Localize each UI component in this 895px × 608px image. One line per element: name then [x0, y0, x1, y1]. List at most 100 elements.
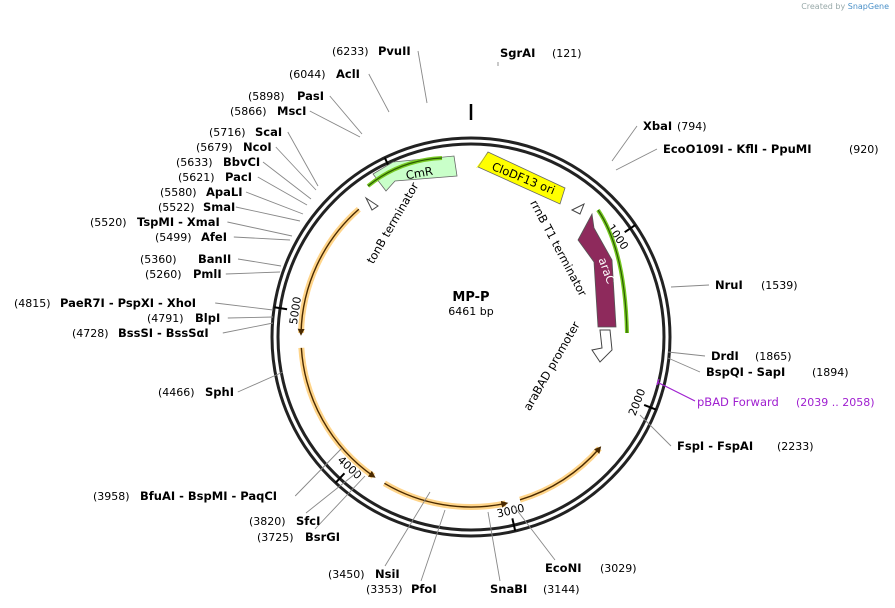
primer-name: pBAD Forward: [697, 395, 779, 409]
restriction-site[interactable]: TspMI - XmaI(5520): [90, 215, 293, 237]
site-position: (3144): [543, 583, 580, 596]
restriction-site[interactable]: NcoI(5679): [196, 140, 317, 191]
plasmid-length: 6461 bp: [448, 305, 493, 318]
site-leader-line: [305, 469, 361, 514]
orf-arrow: [300, 347, 376, 478]
site-position: (794): [677, 120, 707, 133]
site-name: AclI: [336, 67, 360, 81]
restriction-site[interactable]: EcoO109I - KflI - PpuMI(920): [615, 142, 879, 171]
restriction-site[interactable]: NruI(1539): [670, 278, 798, 292]
site-position: (5360): [140, 253, 177, 266]
restriction-sites: SgrAI(121) XbaI(794)EcoO109I - KflI - Ppu…: [14, 44, 879, 596]
feature-label-cloDF13-ori: CloDF13 ori: [490, 159, 557, 197]
site-position: (5866): [230, 105, 267, 118]
scale-tick: [274, 306, 288, 311]
site-position: (3029): [600, 562, 637, 575]
snapgene-credit: Created by SnapGene: [801, 2, 889, 11]
orf-arrow: [297, 208, 360, 336]
site-name: SmaI: [203, 200, 235, 214]
site-name: SphI: [205, 385, 234, 399]
restriction-site[interactable]: AclI(6044): [289, 67, 390, 113]
orf-arrow: [519, 446, 602, 501]
restriction-site[interactable]: ScaI(5716): [209, 125, 319, 187]
feature-label-cmr: CmR: [405, 164, 434, 183]
credit-prefix: Created by: [801, 2, 846, 11]
restriction-site[interactable]: AfeI(5499): [155, 230, 291, 244]
restriction-site[interactable]: MscI(5866): [230, 104, 361, 138]
feature-cloDF13-ori[interactable]: CloDF13 ori: [476, 151, 566, 205]
restriction-site[interactable]: SphI(4466): [158, 371, 284, 399]
restriction-site[interactable]: XbaI(794): [611, 119, 707, 162]
site-name: FspI - FspAI: [677, 439, 753, 453]
site-position: (6233): [332, 45, 369, 58]
restriction-site[interactable]: PacI(5621): [178, 170, 308, 206]
restriction-site[interactable]: PvuII(6233): [332, 44, 428, 104]
plasmid-backbone: [270, 104, 672, 538]
site-name: PmlI: [193, 267, 222, 281]
restriction-site[interactable]: BanII (5360): [140, 252, 282, 267]
feature-cmr[interactable]: CmR: [372, 155, 458, 192]
site-position: (3450): [328, 568, 365, 581]
site-leader-line: [222, 322, 274, 334]
restriction-site[interactable]: PfoI(3353): [366, 509, 446, 596]
scale-tick: [643, 404, 657, 411]
restriction-site[interactable]: SfcI(3820): [249, 469, 361, 528]
feature-label-tonb-terminator: tonB terminator: [364, 180, 422, 266]
restriction-site[interactable]: PmlI(5260): [145, 267, 281, 281]
site-name: NcoI: [243, 140, 272, 154]
site-name: BsrGI: [305, 530, 340, 544]
site-leader-line: [384, 491, 431, 567]
site-leader-line: [233, 236, 291, 241]
site-leader-line: [417, 50, 428, 104]
restriction-site[interactable]: BlpI (4791): [147, 311, 274, 325]
orf-arc-highlight: [382, 480, 507, 510]
site-leader-line: [237, 371, 284, 393]
site-name: EcoNI: [545, 561, 581, 575]
restriction-site[interactable]: PaeR7I - PspXI - XhoI(4815): [14, 296, 274, 311]
tonB-terminator-arrow: [364, 196, 379, 211]
site-position: (4791): [147, 312, 184, 325]
restriction-site[interactable]: SnaBI (3144): [487, 511, 580, 596]
site-position: (5633): [176, 156, 213, 169]
orf-arc-highlight: [298, 207, 361, 334]
restriction-site[interactable]: BspQI - SapI(1894): [667, 357, 849, 379]
site-leader-line: [227, 221, 293, 237]
scale-tick: [334, 472, 346, 484]
scale-tick-label: 2000: [626, 387, 648, 418]
site-leader-line: [667, 357, 701, 373]
restriction-site[interactable]: ApaLI(5580): [160, 185, 304, 215]
site-name: BlpI: [195, 311, 220, 325]
site-leader-line: [275, 146, 317, 191]
restriction-site[interactable]: BfuAI - BspMI - PaqCI(3958): [93, 447, 343, 503]
cmr-outline-inner: [367, 157, 443, 187]
restriction-site[interactable]: SgrAI(121): [497, 46, 582, 66]
site-leader-line: [670, 284, 710, 288]
restriction-site[interactable]: BbvCI(5633): [176, 155, 312, 200]
site-leader-line: [215, 302, 274, 311]
primer-pbad-forward[interactable]: pBAD Forward (2039 .. 2058): [656, 378, 875, 409]
site-name: BfuAI - BspMI - PaqCI: [140, 489, 277, 503]
restriction-site[interactable]: DrdI(1865): [667, 349, 792, 363]
restriction-site[interactable]: FspI - FspAI (2233): [639, 414, 814, 453]
site-name: EcoO109I - KflI - PpuMI: [663, 142, 811, 156]
primer-range: (2039 .. 2058): [796, 396, 875, 409]
restriction-site[interactable]: NsiI(3450): [328, 491, 431, 581]
site-position: (5716): [209, 126, 246, 139]
restriction-site[interactable]: EcoNI (3029): [512, 504, 637, 575]
site-leader-line: [227, 316, 274, 319]
site-leader-line: [487, 511, 501, 582]
site-position: (1894): [812, 366, 849, 379]
restriction-site[interactable]: BsrGI (3725): [257, 475, 366, 544]
site-position: (2233): [777, 440, 814, 453]
orf-arrow: [384, 482, 509, 508]
restriction-site[interactable]: BssSI - BssSαI(4728): [72, 322, 274, 340]
site-leader-line: [294, 447, 343, 497]
feature-arac[interactable]: araC: [577, 212, 618, 328]
site-name: SnaBI: [490, 582, 527, 596]
restriction-site[interactable]: SmaI(5522): [158, 200, 301, 222]
site-position: (3725): [257, 531, 294, 544]
restriction-site[interactable]: PasI(5898): [248, 89, 363, 135]
site-name: PasI: [297, 89, 324, 103]
site-name: BanII: [198, 252, 231, 266]
